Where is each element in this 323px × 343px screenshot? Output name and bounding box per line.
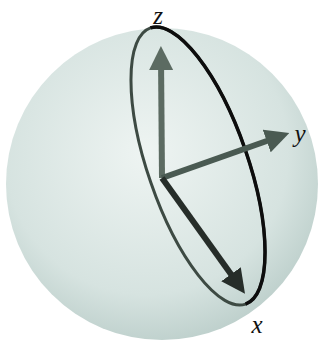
sphere — [6, 28, 318, 340]
axis-label: x — [251, 312, 262, 337]
great-circle-back — [103, 12, 293, 321]
x-axis-arrow — [162, 178, 238, 284]
axis-label: z — [153, 3, 163, 28]
axis-label: y — [294, 121, 305, 146]
great-circle-front — [150, 12, 292, 304]
z-axis-arrow — [161, 58, 162, 178]
y-axis-arrow — [162, 137, 278, 178]
